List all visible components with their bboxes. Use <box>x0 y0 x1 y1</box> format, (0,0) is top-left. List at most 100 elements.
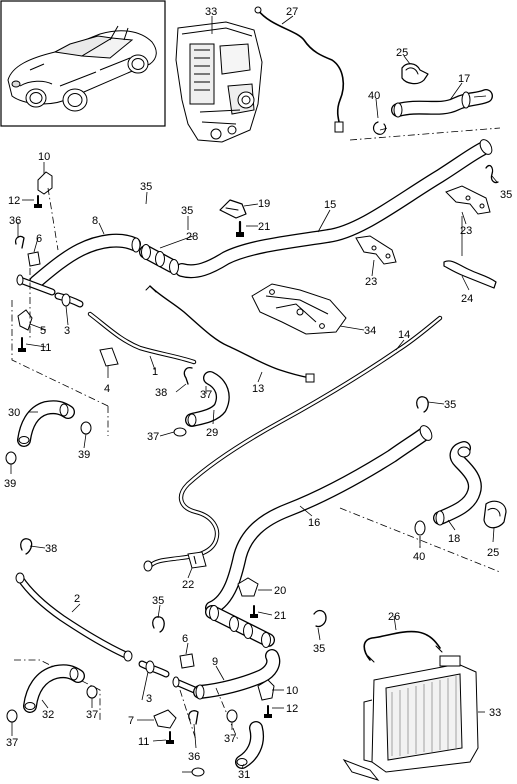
coolant-hose-32 <box>23 664 85 713</box>
label-37-bottom-right: 37 <box>224 733 236 745</box>
clip-38-upper <box>183 366 193 385</box>
coupling-lower <box>205 605 275 648</box>
coolant-hose-31 <box>235 721 264 769</box>
coupling-28 <box>139 244 179 275</box>
clamp-10-lower <box>257 679 275 701</box>
label-35-c: 35 <box>500 189 512 201</box>
bolt-12-lower <box>264 705 272 718</box>
label-25-lower: 25 <box>487 547 499 559</box>
hose-3-lower <box>138 660 170 678</box>
label-17: 17 <box>458 73 470 85</box>
bracket-22 <box>187 551 207 569</box>
label-19: 19 <box>258 198 270 210</box>
label-6-lower: 6 <box>182 633 188 645</box>
clip-6-upper <box>27 251 41 267</box>
label-14: 14 <box>398 329 410 341</box>
label-2: 2 <box>74 593 80 605</box>
label-23-upper: 23 <box>460 225 472 237</box>
label-23-middle: 23 <box>365 276 377 288</box>
convertible-car-illustration <box>7 25 157 112</box>
hose-clamp-25-lower <box>483 500 507 529</box>
label-37-upper: 37 <box>147 431 159 443</box>
hose-clip-35-right-middle <box>416 396 429 413</box>
bracket-7 <box>153 709 177 729</box>
hose-3-upper <box>54 292 84 308</box>
label-10-lower: 10 <box>286 685 298 697</box>
label-12-upper: 12 <box>8 195 20 207</box>
o-ring-37-bottom-right <box>226 709 238 723</box>
label-9: 9 <box>212 656 218 668</box>
label-36-upper: 36 <box>9 215 21 227</box>
label-33-top: 33 <box>205 6 217 18</box>
label-29: 29 <box>206 427 218 439</box>
coolant-pipe-2 <box>15 572 133 662</box>
o-ring-40-top <box>372 121 387 135</box>
coolant-pipe-16 <box>205 425 433 615</box>
clip-6-lower <box>179 653 195 669</box>
o-ring-40-lower <box>414 520 426 536</box>
label-7: 7 <box>128 715 134 727</box>
label-3-upper: 3 <box>64 325 70 337</box>
clip-38-lower <box>20 538 33 555</box>
coolant-hose-30 <box>17 400 75 447</box>
leader-lines <box>10 15 498 474</box>
coolant-hose-17 <box>391 89 493 118</box>
clamp-10-upper <box>37 171 53 195</box>
label-20: 20 <box>274 585 286 597</box>
label-39-right: 39 <box>78 449 90 461</box>
sensor-cable-27 <box>254 6 345 133</box>
o-ring-37-lower-left <box>6 709 18 723</box>
label-12-lower: 12 <box>286 703 298 715</box>
coolant-hose-8 <box>29 233 141 289</box>
bolt-12-upper <box>34 195 42 208</box>
coolant-pipe-15 <box>175 139 493 279</box>
cable-13 <box>145 285 315 383</box>
label-30: 30 <box>8 407 20 419</box>
connector-t-piece-upper <box>16 274 56 296</box>
bracket-23-middle <box>355 235 397 265</box>
bolt-11-lower <box>166 731 174 744</box>
leader-lines-lower <box>11 401 495 773</box>
label-35-d: 35 <box>444 399 456 411</box>
label-26: 26 <box>388 611 400 623</box>
label-37-lower-mid: 37 <box>86 709 98 721</box>
label-35-f: 35 <box>313 643 325 655</box>
clip-20 <box>237 577 259 597</box>
label-8: 8 <box>92 215 98 227</box>
label-11-upper: 11 <box>40 342 51 354</box>
label-10-upper: 10 <box>38 151 50 163</box>
hose-clip-35-lower-right <box>313 609 327 628</box>
bracket-4 <box>99 347 119 367</box>
label-21-lower: 21 <box>274 610 286 622</box>
label-16: 16 <box>308 517 320 529</box>
radiator-assembly <box>342 655 479 781</box>
o-ring-39-right <box>80 421 92 435</box>
o-ring-37-lower-mid <box>86 685 98 699</box>
bracket-24 <box>443 260 497 289</box>
label-37-lower-left: 37 <box>6 737 18 749</box>
label-34: 34 <box>364 325 376 337</box>
label-40-top: 40 <box>368 90 380 102</box>
vehicle-thumbnail <box>0 0 166 127</box>
coolant-hose-18 <box>433 441 482 526</box>
coolant-hose-29 <box>185 371 230 427</box>
label-5: 5 <box>40 325 46 337</box>
label-13: 13 <box>252 383 264 395</box>
skid-plate-34 <box>251 283 347 335</box>
label-6-upper: 6 <box>36 233 42 245</box>
label-25-top: 25 <box>396 47 408 59</box>
o-ring-37-upper <box>173 427 187 437</box>
bolt-11-upper <box>18 337 26 352</box>
label-38-upper: 38 <box>155 387 167 399</box>
label-39-left: 39 <box>4 478 16 490</box>
label-35-e: 35 <box>152 595 164 607</box>
label-24: 24 <box>461 293 473 305</box>
dash-line-left-upper <box>11 187 109 436</box>
bracket-23-upper <box>445 185 491 215</box>
hose-clip-35-lower-left <box>152 616 165 633</box>
bolt-21-lower <box>250 605 258 618</box>
coolant-hose-9 <box>193 649 281 700</box>
o-ring-39-left <box>5 451 17 465</box>
engine-block-assembly <box>175 21 263 143</box>
